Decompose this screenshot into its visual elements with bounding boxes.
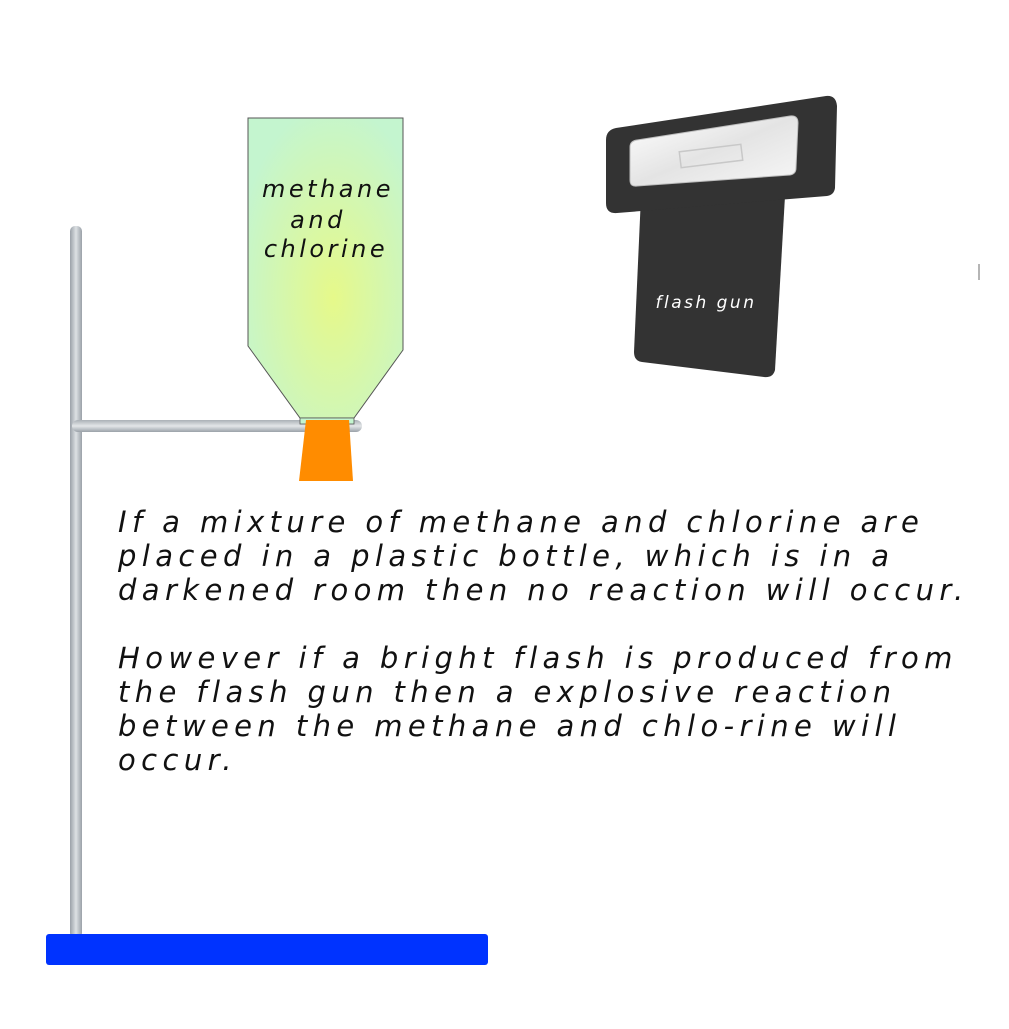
retort-stand [46,226,488,965]
stand-clamp-arm [72,420,362,432]
flash-gun: flash gun [606,95,837,378]
description-text: If a mixture of methane and chlorine are… [118,505,978,811]
description-paragraph: However if a bright flash is produced fr… [118,641,958,777]
bottle-label-line-3: chlorine [264,235,388,263]
stand-vertical-rod [70,226,82,938]
flash-tube [678,143,744,169]
bottle-label-line-1: methane [262,175,394,203]
bottle-label-line-2: and [290,206,346,234]
description-paragraph: If a mixture of methane and chlorine are… [118,505,969,607]
plastic-bottle: methane and chlorine [247,117,404,481]
stand-base [46,934,488,965]
bottle-body [247,117,404,419]
flash-gun-lens [629,115,799,187]
flash-gun-label: flash gun [655,293,756,313]
bottle-stopper [299,420,353,481]
flash-gun-handle [634,196,785,378]
